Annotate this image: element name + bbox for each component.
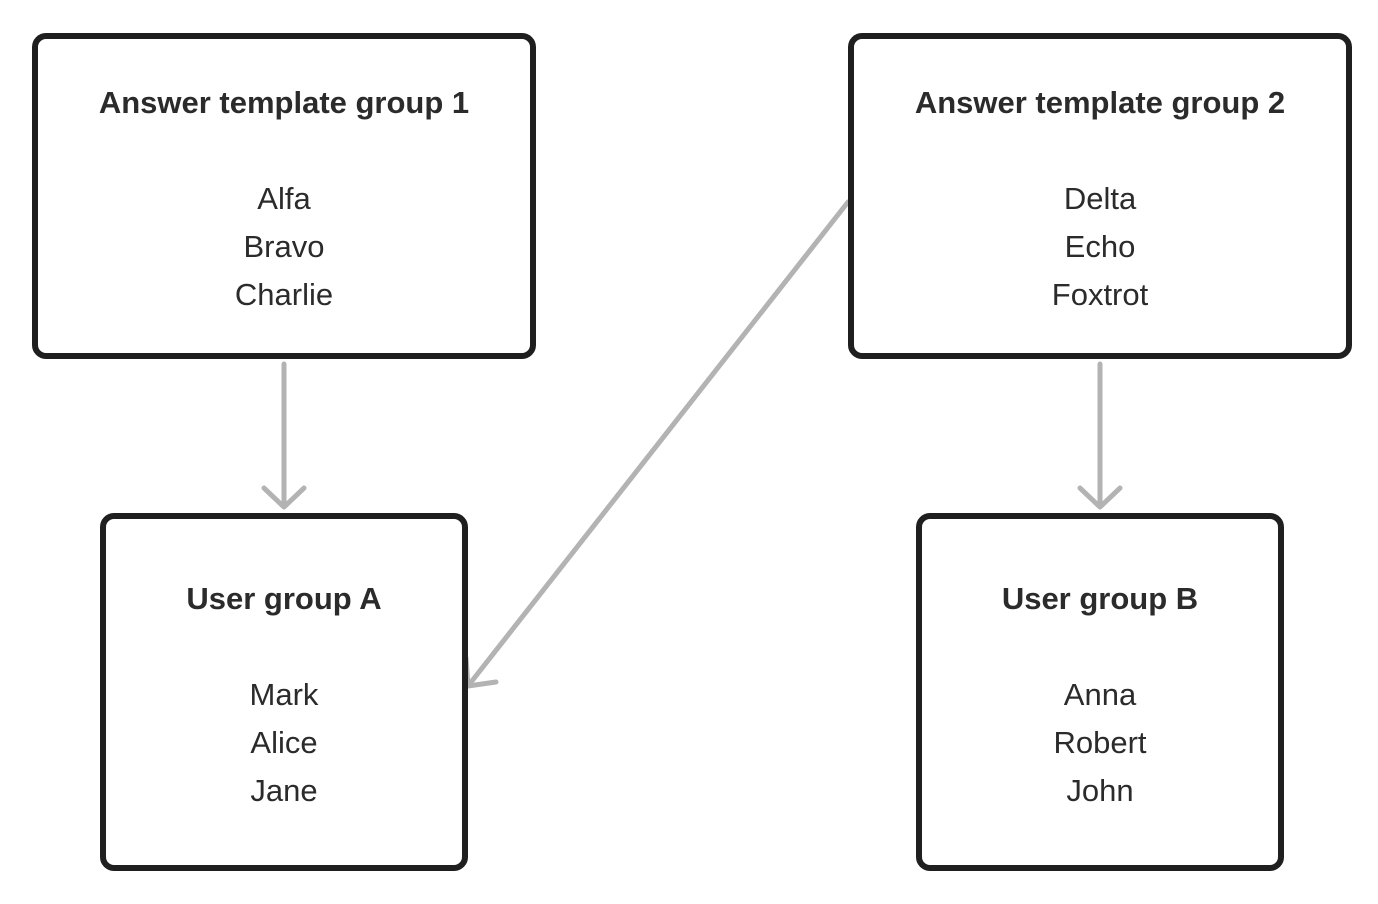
list-item: Foxtrot: [1051, 277, 1149, 312]
answer-template-group-2-items: Delta Echo Foxtrot: [854, 175, 1346, 319]
arrow-group2-to-userb-head: [1077, 485, 1123, 510]
list-item: Mark: [249, 677, 319, 712]
answer-template-group-1-items: Alfa Bravo Charlie: [38, 175, 530, 319]
user-group-b-box: User group B Anna Robert John: [916, 513, 1284, 871]
answer-template-group-2-box: Answer template group 2 Delta Echo Foxtr…: [848, 33, 1352, 359]
list-item: Anna: [1063, 677, 1137, 712]
user-group-a-box: User group A Mark Alice Jane: [100, 513, 468, 871]
list-item: Charlie: [234, 277, 334, 312]
list-item: Robert: [1053, 725, 1147, 760]
list-item: Alfa: [257, 181, 311, 216]
answer-template-group-1-title: Answer template group 1: [98, 85, 470, 120]
list-item: Jane: [250, 773, 318, 808]
answer-template-group-2-title: Answer template group 2: [914, 85, 1286, 120]
list-item: Alice: [250, 725, 318, 760]
arrow-group1-to-usera: [261, 361, 307, 510]
arrow-group1-to-usera-head: [261, 485, 307, 510]
user-group-b-items: Anna Robert John: [922, 671, 1278, 815]
list-item: Echo: [1064, 229, 1136, 264]
arrow-group2-to-usera-head: [463, 655, 499, 689]
arrow-group2-to-userb: [1077, 361, 1123, 510]
user-group-b-title: User group B: [1001, 581, 1199, 616]
list-item: Bravo: [243, 229, 325, 264]
list-item: Delta: [1063, 181, 1137, 216]
answer-template-group-1-box: Answer template group 1 Alfa Bravo Charl…: [32, 33, 536, 359]
user-group-a-title: User group A: [186, 581, 382, 616]
user-group-a-items: Mark Alice Jane: [106, 671, 462, 815]
list-item: John: [1066, 773, 1134, 808]
